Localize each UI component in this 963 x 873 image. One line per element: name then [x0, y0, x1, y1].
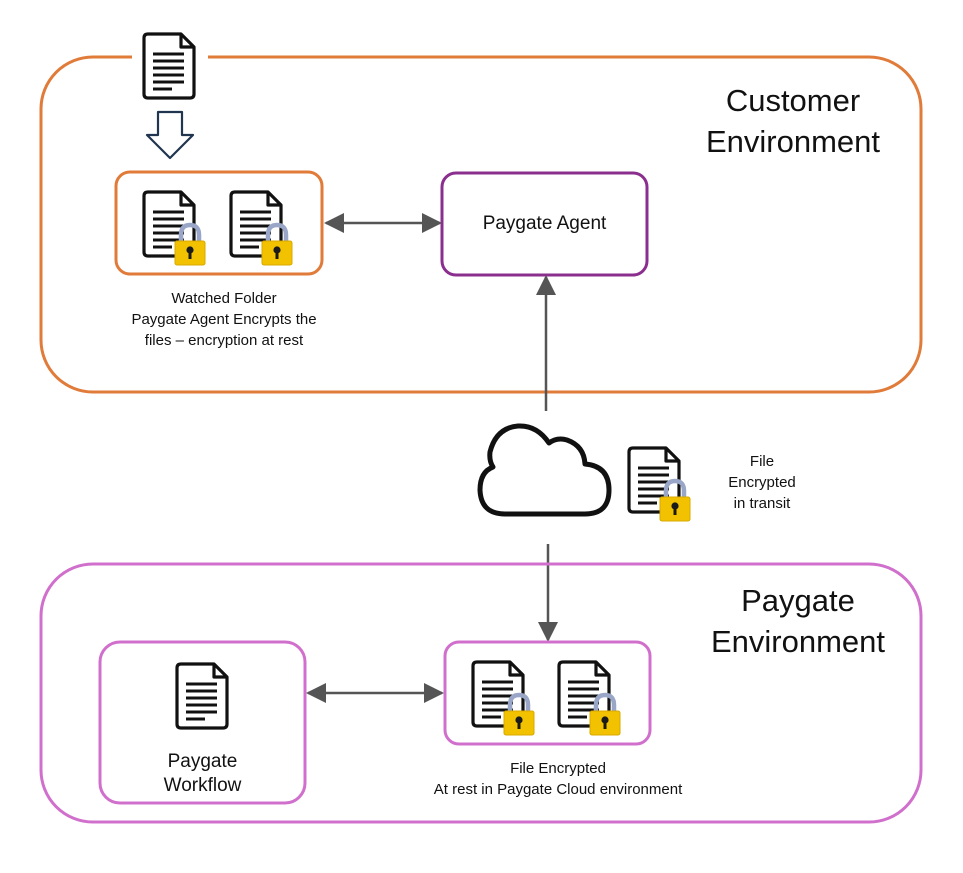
watched-folder-caption-line1: Watched Folder	[171, 290, 277, 307]
transit-caption: File Encrypted in transit	[712, 451, 812, 514]
customer-environment-container	[39, 55, 923, 394]
transit-caption-line2: Encrypted	[728, 474, 796, 491]
customer-environment-title: Customer Environment	[693, 80, 893, 162]
customer-title-line1: Customer	[725, 83, 861, 118]
paygate-workflow-label: Paygate Workflow	[100, 750, 305, 798]
watched-folder-caption-line2: Paygate Agent Encrypts the	[131, 311, 317, 328]
store-caption-line2: At rest in Paygate Cloud environment	[433, 781, 683, 798]
paygate-environment-title: Paygate Environment	[698, 580, 898, 662]
down-arrow-icon	[145, 110, 195, 160]
store-caption-line1: File Encrypted	[510, 760, 606, 777]
paygate-title-line1: Paygate	[741, 583, 855, 618]
watched-folder-caption-line3: files – encryption at rest	[144, 332, 304, 349]
paygate-agent-label: Paygate Agent	[482, 213, 607, 234]
workflow-document-icon	[175, 662, 229, 730]
paygate-title-line2: Environment	[710, 624, 886, 659]
transit-caption-line3: in transit	[733, 495, 791, 512]
transit-caption-line1: File	[749, 453, 775, 470]
customer-title-line2: Environment	[705, 124, 881, 159]
transit-encrypted-file-icon	[629, 448, 690, 521]
watched-folder-caption: Watched Folder Paygate Agent Encrypts th…	[104, 288, 344, 351]
cloud-icon	[477, 423, 612, 517]
workflow-label-line1: Paygate	[167, 751, 238, 772]
workflow-label-line2: Workflow	[163, 775, 242, 796]
paygate-environment-container	[39, 562, 923, 824]
incoming-document-icon	[142, 32, 196, 100]
encrypted-store-caption: File Encrypted At rest in Paygate Cloud …	[398, 758, 718, 800]
